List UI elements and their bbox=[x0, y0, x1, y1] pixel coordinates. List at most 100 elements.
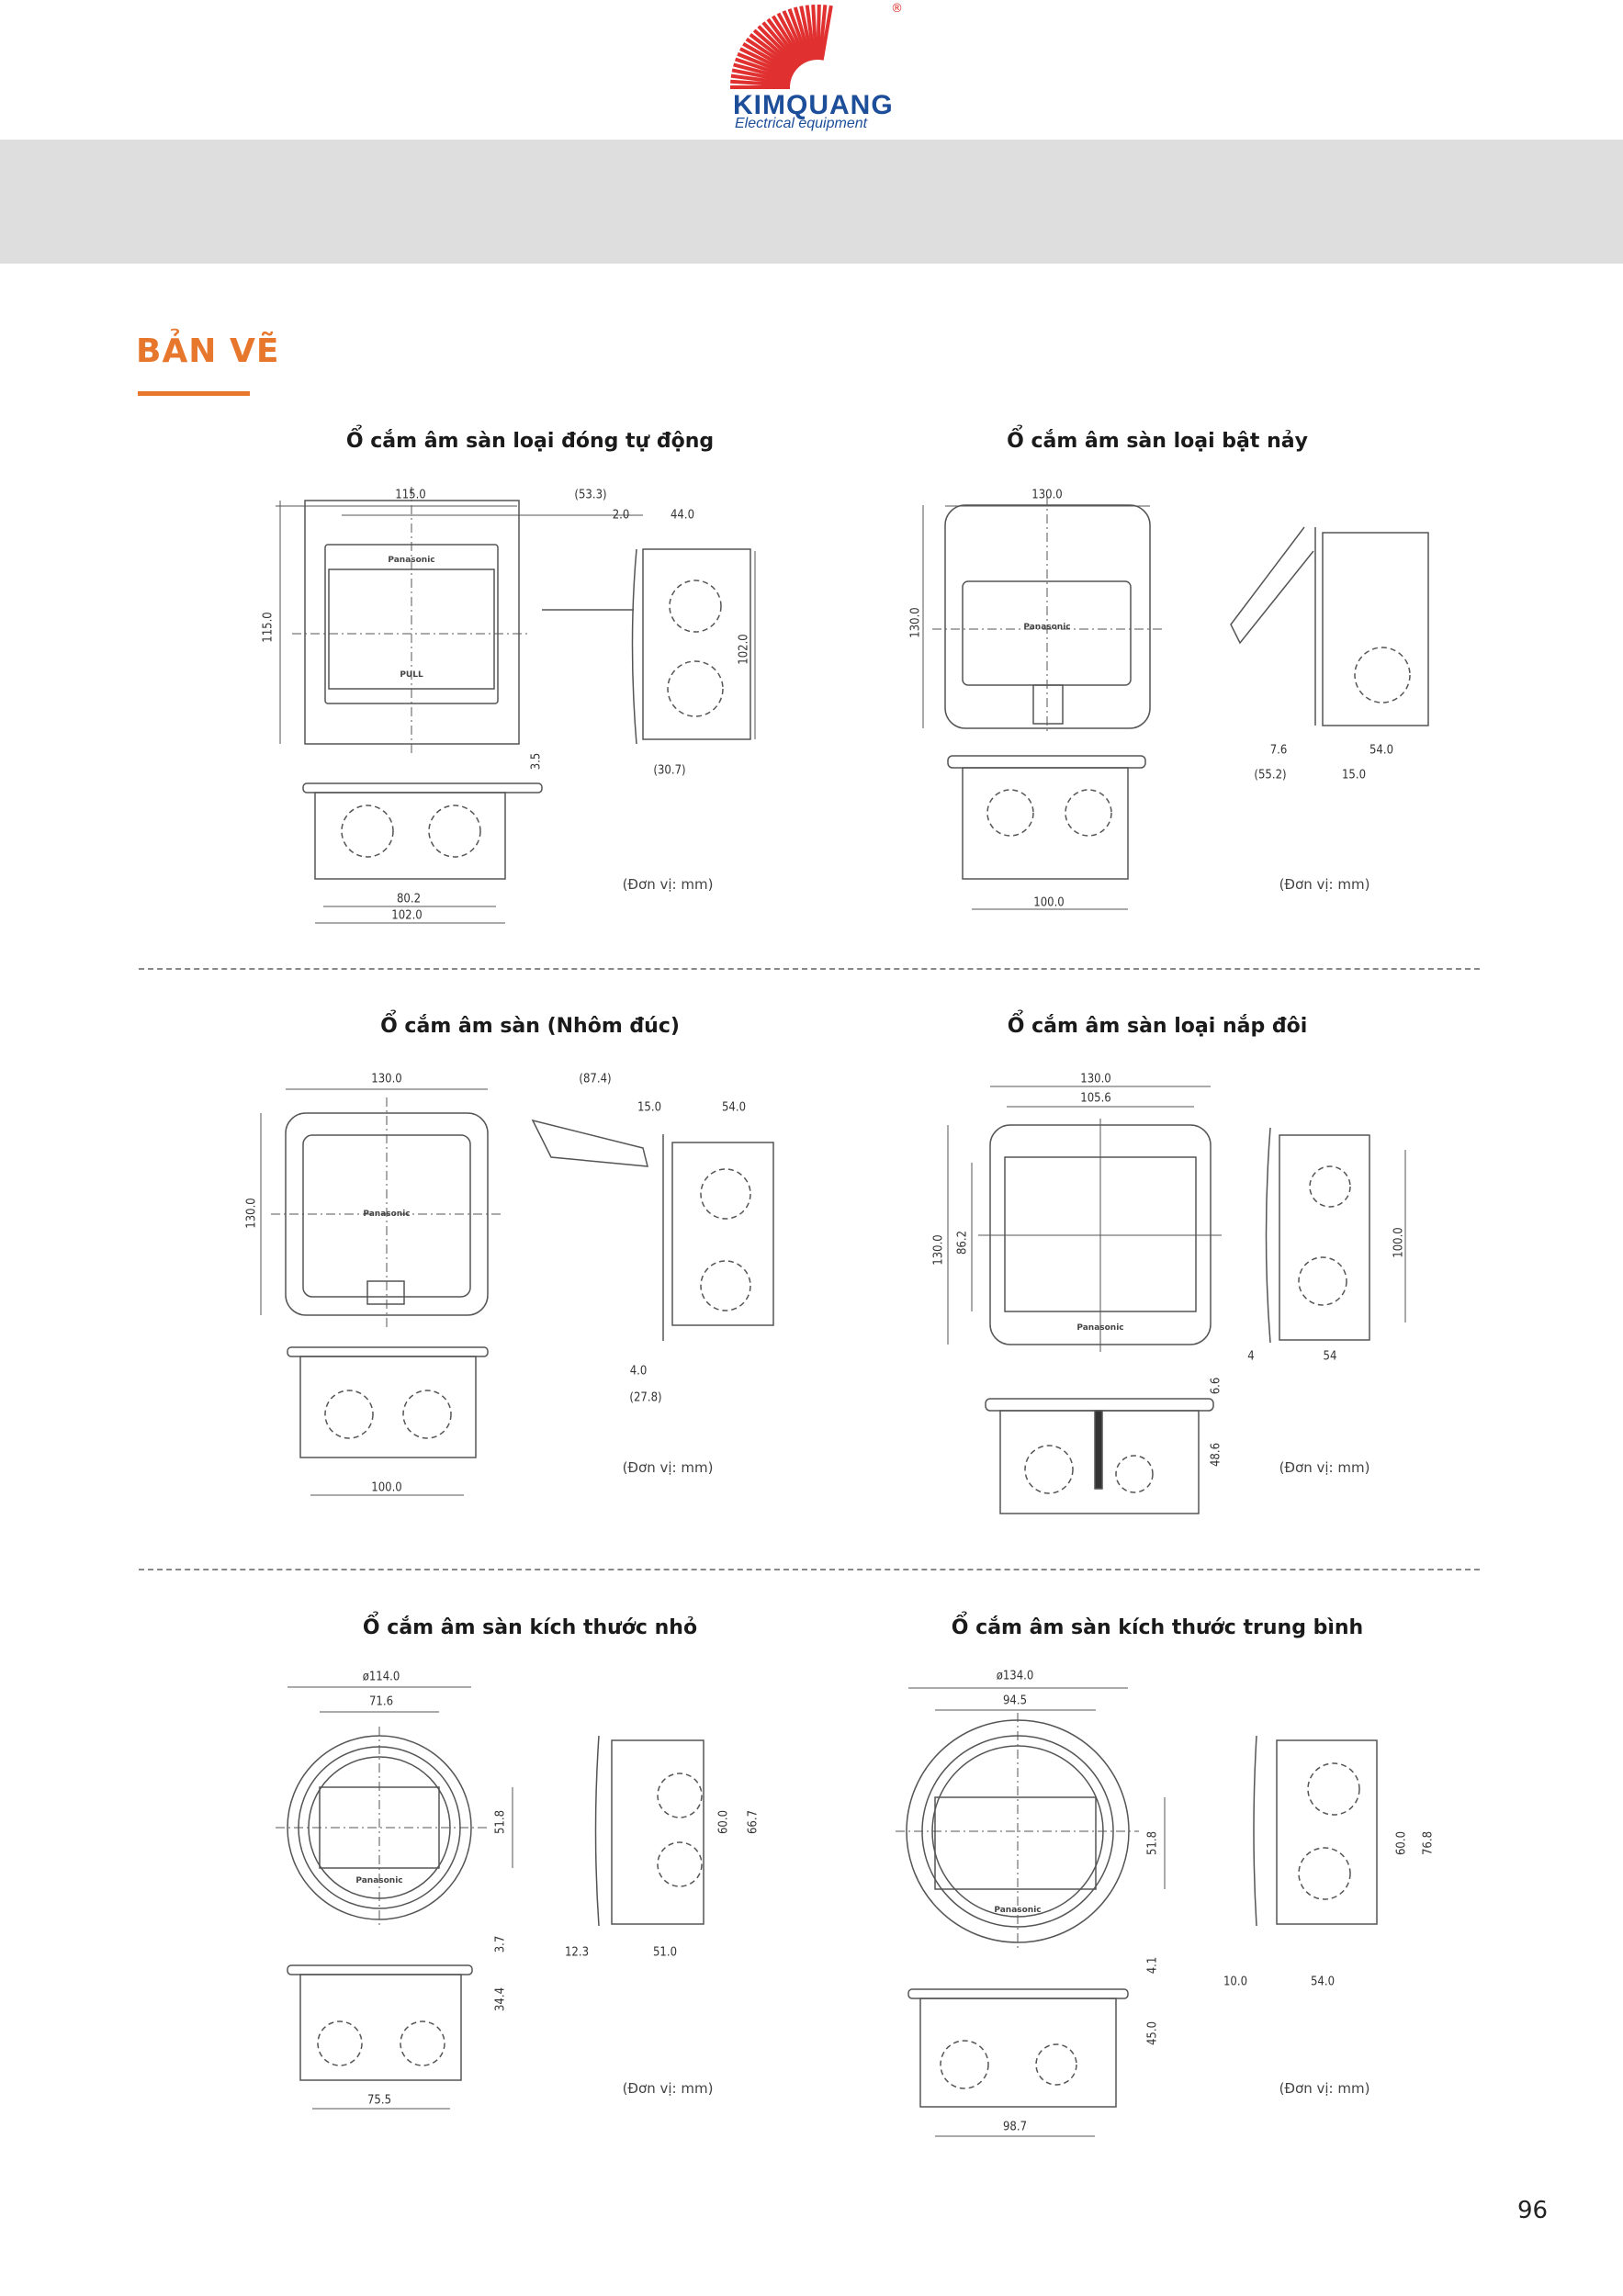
dimension-label: 51.0 bbox=[652, 1945, 678, 1960]
dimension-label: 45.0 bbox=[1145, 2020, 1160, 2046]
dimension-label: 60.0 bbox=[716, 1809, 731, 1835]
dimension-label: 66.7 bbox=[746, 1809, 761, 1835]
dimension-label: 2.0 bbox=[612, 508, 630, 523]
divider bbox=[139, 968, 1480, 970]
sunburst-ray bbox=[737, 51, 794, 78]
unit-note: (Đơn vị: mm) bbox=[1279, 876, 1370, 893]
sunburst-ray bbox=[782, 10, 809, 63]
drawing-die-cast-aluminium bbox=[260, 1088, 774, 1496]
sunburst-ray bbox=[742, 41, 795, 74]
dimension-label: 100.0 bbox=[1033, 895, 1065, 910]
panel-title: Ổ cắm âm sàn loại nắp đôi bbox=[1007, 1015, 1308, 1038]
divider bbox=[139, 1569, 1480, 1570]
drawing-double-lid bbox=[947, 1086, 1406, 1514]
dimension-label: 98.7 bbox=[1002, 2120, 1028, 2134]
dimension-label: 102.0 bbox=[737, 634, 751, 665]
dimension-label: 6.6 bbox=[1209, 1377, 1223, 1395]
sunburst-ray bbox=[733, 62, 792, 82]
sunburst-ray bbox=[766, 17, 804, 66]
panel-title: Ổ cắm âm sàn loại đóng tự động bbox=[345, 430, 715, 453]
sunburst-ray bbox=[757, 25, 801, 69]
dimension-label: 51.8 bbox=[1145, 1830, 1160, 1856]
sunburst-ray bbox=[787, 8, 811, 62]
logo-sunburst-icon bbox=[730, 4, 833, 89]
dimension-label: 54 bbox=[1323, 1349, 1337, 1364]
dimension-label: 71.6 bbox=[368, 1694, 394, 1709]
unit-note: (Đơn vị: mm) bbox=[622, 1459, 714, 1476]
brand-mark: Panasonic bbox=[1076, 1323, 1124, 1333]
sunburst-ray bbox=[731, 68, 792, 84]
dimension-label: (27.8) bbox=[629, 1390, 662, 1405]
dimension-label: 51.8 bbox=[493, 1809, 508, 1835]
dimension-label: (53.3) bbox=[574, 488, 607, 502]
unit-note: (Đơn vị: mm) bbox=[1279, 2080, 1370, 2097]
unit-note: (Đơn vị: mm) bbox=[622, 876, 714, 893]
sunburst-ray bbox=[761, 21, 802, 67]
dimension-label: 4 bbox=[1247, 1349, 1255, 1364]
brand-mark: Panasonic bbox=[355, 1876, 403, 1885]
dimension-label: 54.0 bbox=[721, 1100, 747, 1115]
dimension-label: 34.4 bbox=[493, 1986, 508, 2012]
dimension-label: 130.0 bbox=[1031, 488, 1063, 502]
dimension-label: 60.0 bbox=[1394, 1830, 1409, 1856]
dimension-label: 86.2 bbox=[955, 1230, 970, 1255]
dimension-label: 7.6 bbox=[1269, 743, 1288, 758]
dimension-label: ø134.0 bbox=[996, 1669, 1034, 1683]
dimension-label: 54.0 bbox=[1310, 1975, 1336, 1989]
sunburst-ray bbox=[816, 4, 821, 61]
dimension-label: 75.5 bbox=[366, 2093, 392, 2108]
dimension-label: 80.2 bbox=[396, 892, 422, 906]
dimension-label: 44.0 bbox=[670, 508, 695, 523]
sunburst-ray bbox=[771, 15, 806, 65]
dimension-label: 130.0 bbox=[1080, 1072, 1111, 1086]
sunburst-ray bbox=[805, 5, 817, 61]
dimension-label: 4.1 bbox=[1145, 1956, 1160, 1975]
logo-tagline: Electrical equipment bbox=[735, 116, 868, 131]
panel-title: Ổ cắm âm sàn kích thước trung bình bbox=[951, 1616, 1364, 1639]
dimension-label: 3.7 bbox=[493, 1935, 508, 1953]
sunburst-ray bbox=[793, 6, 813, 62]
brand-mark: Panasonic bbox=[994, 1906, 1042, 1915]
brand-mark: Panasonic bbox=[388, 556, 435, 565]
dimension-label: 102.0 bbox=[391, 908, 423, 923]
dimension-label: 76.8 bbox=[1421, 1830, 1436, 1856]
dimension-label: 105.6 bbox=[1080, 1091, 1111, 1106]
page-number: 96 bbox=[1517, 2197, 1549, 2224]
dimension-label: 130.0 bbox=[244, 1198, 259, 1229]
section-title: BẢN VẼ bbox=[136, 332, 280, 370]
dimension-label: 54.0 bbox=[1369, 743, 1394, 758]
sunburst-ray bbox=[730, 73, 791, 85]
dimension-label: ø114.0 bbox=[362, 1670, 400, 1684]
panel-title: Ổ cắm âm sàn (Nhôm đúc) bbox=[380, 1015, 680, 1038]
dimension-label: 3.5 bbox=[529, 752, 544, 771]
sunburst-ray bbox=[745, 37, 796, 73]
dimension-label: 4.0 bbox=[629, 1364, 648, 1379]
sunburst-ray bbox=[799, 6, 815, 61]
sunburst-ray bbox=[734, 57, 793, 80]
panel-title: Ổ cắm âm sàn kích thước nhỏ bbox=[362, 1616, 698, 1639]
pull-label: PULL bbox=[400, 670, 423, 680]
sunburst-ray bbox=[752, 28, 799, 70]
section-title-underline bbox=[138, 391, 250, 396]
unit-note: (Đơn vị: mm) bbox=[1279, 1459, 1370, 1476]
dimension-label: 100.0 bbox=[1392, 1227, 1406, 1258]
unit-note: (Đơn vị: mm) bbox=[622, 2080, 714, 2097]
dimension-label: 100.0 bbox=[371, 1480, 402, 1495]
drawing-auto-close bbox=[276, 487, 756, 924]
drawing-pop-up bbox=[922, 496, 1429, 910]
dimension-label: 130.0 bbox=[908, 607, 923, 638]
dimension-label: 115.0 bbox=[261, 612, 276, 643]
dimension-label: (55.2) bbox=[1254, 768, 1287, 782]
brand-mark: Panasonic bbox=[1023, 623, 1071, 632]
dimension-label: 130.0 bbox=[931, 1234, 946, 1266]
dimension-label: 10.0 bbox=[1223, 1975, 1248, 1989]
sunburst-ray bbox=[739, 47, 795, 76]
dimension-label: 15.0 bbox=[1341, 768, 1367, 782]
sunburst-ray bbox=[730, 79, 791, 87]
sunburst-ray bbox=[749, 33, 798, 72]
panel-title: Ổ cắm âm sàn loại bật nảy bbox=[1007, 430, 1308, 453]
dimension-label: (87.4) bbox=[579, 1072, 612, 1086]
dimension-label: 15.0 bbox=[637, 1100, 662, 1115]
sunburst-ray bbox=[811, 5, 818, 61]
